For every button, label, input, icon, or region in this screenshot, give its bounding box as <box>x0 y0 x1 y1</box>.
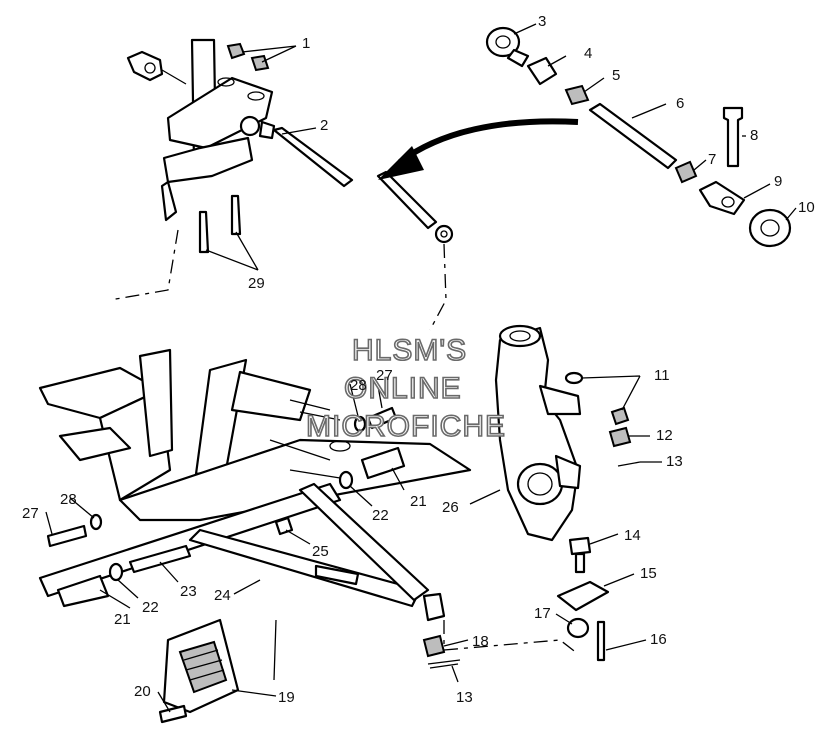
callout-29: 29 <box>248 275 265 292</box>
watermark-line-1: HLSM'S <box>352 334 467 367</box>
callout-20: 20 <box>134 683 151 700</box>
callout-1: 1 <box>302 35 310 52</box>
callout-19: 19 <box>278 689 295 706</box>
watermark-line-2: ONLINE <box>344 372 462 405</box>
callout-7: 7 <box>708 151 716 168</box>
callout-25: 25 <box>312 543 329 560</box>
callout-labels: 1 2 3 4 5 6 7 8 9 10 11 12 13 13 14 15 1… <box>22 13 815 706</box>
steering-post <box>109 38 276 301</box>
callout-10: 10 <box>798 199 815 216</box>
callout-12: 12 <box>656 427 673 444</box>
callout-27-right: 27 <box>376 367 393 384</box>
spindle <box>494 324 582 542</box>
direction-arrow <box>378 118 579 180</box>
callout-23: 23 <box>180 583 197 600</box>
callout-8: 8 <box>750 127 758 144</box>
spindle-hardware <box>422 371 641 669</box>
callout-17: 17 <box>534 605 551 622</box>
callout-22-lower: 22 <box>142 599 159 616</box>
watermark-line-3: MICROFICHE <box>306 410 506 443</box>
callout-15: 15 <box>640 565 657 582</box>
callout-28-right: 28 <box>350 377 367 394</box>
callout-6: 6 <box>676 95 684 112</box>
callout-26: 26 <box>442 499 459 516</box>
callout-14: 14 <box>624 527 641 544</box>
callout-4: 4 <box>584 45 592 62</box>
callout-3: 3 <box>538 13 546 30</box>
callout-21-lower: 21 <box>114 611 131 628</box>
callout-5: 5 <box>612 67 620 84</box>
callout-9: 9 <box>774 173 782 190</box>
callout-21-upper: 21 <box>410 493 427 510</box>
callout-13-lower: 13 <box>456 689 473 706</box>
pivot-parts <box>46 406 406 608</box>
leader-lines <box>45 23 797 713</box>
callout-18: 18 <box>472 633 489 650</box>
callout-11: 11 <box>654 367 670 384</box>
tie-rod-parts <box>485 26 792 248</box>
callout-28-left: 28 <box>60 491 77 508</box>
callout-27-left: 27 <box>22 505 39 522</box>
tie-rod <box>272 126 454 331</box>
skid-plate <box>158 618 240 724</box>
callout-16: 16 <box>650 631 667 648</box>
callout-13-upper: 13 <box>666 453 683 470</box>
callout-2: 2 <box>320 117 328 134</box>
callout-24: 24 <box>214 587 231 604</box>
watermark: HLSM'S ONLINE MICROFICHE <box>305 333 506 444</box>
callout-22-upper: 22 <box>372 507 389 524</box>
